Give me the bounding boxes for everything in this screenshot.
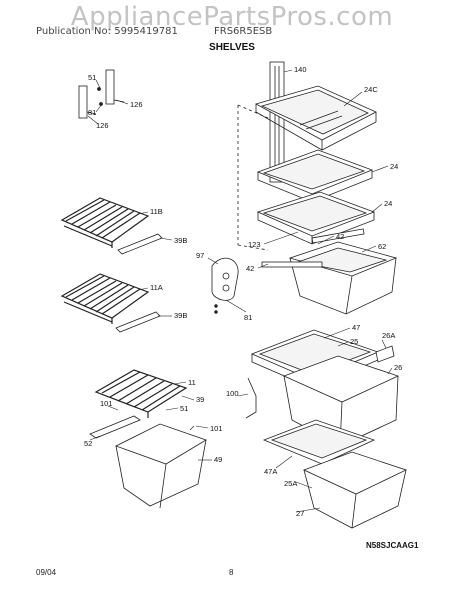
callout-52: 52 xyxy=(84,439,92,448)
footer-page-number: 8 xyxy=(229,568,234,577)
watermark: AppliancePartsPros.com xyxy=(70,2,394,32)
shelf-trim-39b-lower xyxy=(115,311,161,333)
cabinet-wall-lines xyxy=(237,104,269,251)
page-title: SHELVES xyxy=(209,42,255,53)
callout-25: 25 xyxy=(350,337,358,346)
callout-100: 100 xyxy=(226,389,239,398)
footer-date: 09/04 xyxy=(36,568,57,577)
callout-11: 11 xyxy=(188,378,196,387)
glass-shelf-24-upper xyxy=(256,149,374,203)
shelf-trim-39b-upper xyxy=(117,233,163,255)
callout-97: 97 xyxy=(196,251,204,260)
shelf-front-trim-52 xyxy=(89,415,141,439)
callout-49: 49 xyxy=(214,455,222,464)
callout-26a: 26A xyxy=(382,331,395,340)
callout-24c: 24C xyxy=(364,85,378,94)
callout-42-upper: 42 xyxy=(336,232,344,241)
callout-126-bottom: 126 xyxy=(96,121,109,130)
diagram-code: N58SJCAAG1 xyxy=(366,541,419,550)
control-cover xyxy=(211,257,239,314)
callout-39b-upper: 39B xyxy=(174,236,187,245)
callout-11b: 11B xyxy=(150,207,163,216)
callout-123: 123 xyxy=(248,240,261,249)
callout-140: 140 xyxy=(294,65,307,74)
shelf-support-rail xyxy=(269,61,285,183)
callout-101-left: 101 xyxy=(100,399,113,408)
callout-39b-lower: 39B xyxy=(174,311,187,320)
callout-24-upper: 24 xyxy=(390,162,398,171)
callout-62: 62 xyxy=(378,242,386,251)
callout-47: 47 xyxy=(352,323,360,332)
crisper-frame xyxy=(245,377,257,419)
wire-shelf-11 xyxy=(94,369,188,418)
callout-81-right: 81 xyxy=(244,313,252,322)
callout-24-lower: 24 xyxy=(384,199,392,208)
callout-26: 26 xyxy=(394,363,402,372)
callout-27: 27 xyxy=(296,509,304,518)
model-number: FRS6R5ESB xyxy=(214,26,273,37)
callout-42-lower: 42 xyxy=(246,264,254,273)
glass-shelf-24-lower xyxy=(256,191,376,245)
callout-47a: 47A xyxy=(264,467,277,476)
deli-drawer xyxy=(288,241,398,315)
storage-bin-49 xyxy=(114,423,207,509)
callout-81: 81 xyxy=(88,108,96,117)
callout-11a: 11A xyxy=(150,283,163,292)
leader-lines xyxy=(87,69,393,513)
drawer-slide xyxy=(261,228,365,268)
callout-51-lower: 51 xyxy=(180,404,188,413)
shelf-rail-brackets xyxy=(78,69,125,119)
callout-25a: 25A xyxy=(284,479,297,488)
publication-number: Publication No: 5995419781 xyxy=(36,26,178,37)
lower-crisper-cover xyxy=(262,419,376,465)
glass-shelf-24c xyxy=(254,85,377,151)
callout-39: 39 xyxy=(196,395,204,404)
crisper-drawer-lower xyxy=(302,451,408,529)
callout-51: 51 xyxy=(88,73,96,82)
callout-labels: 51 126 81 126 140 24C 24 24 11B 39B 11A … xyxy=(84,65,419,550)
callout-126: 126 xyxy=(130,100,143,109)
wire-shelf-11a xyxy=(60,273,150,324)
wire-shelf-11b xyxy=(60,197,150,248)
callout-101-right: 101 xyxy=(210,424,223,433)
